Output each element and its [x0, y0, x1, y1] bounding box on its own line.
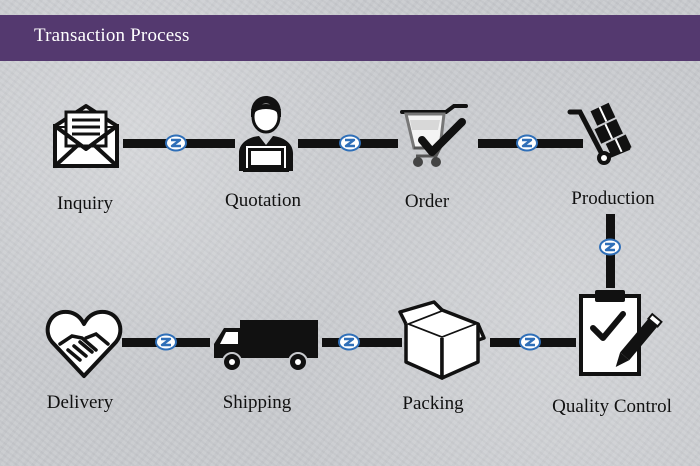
step-label-delivery: Delivery — [46, 392, 114, 413]
step-label-production: Production — [571, 188, 655, 209]
cart-check-icon — [400, 100, 470, 170]
page-title: Transaction Process — [34, 25, 190, 46]
truck-icon — [210, 318, 320, 372]
step-label-shipping: Shipping — [222, 392, 292, 413]
z-logo-icon — [339, 134, 361, 152]
step-label-quotation: Quotation — [225, 190, 301, 211]
header-bar: Transaction Process — [0, 15, 700, 61]
z-logo-icon — [155, 333, 177, 351]
envelope-icon — [52, 104, 120, 168]
open-box-icon — [398, 300, 486, 380]
clipboard-check-icon — [579, 288, 663, 378]
z-logo-icon — [599, 238, 621, 256]
z-logo-icon — [519, 333, 541, 351]
z-logo-icon — [516, 134, 538, 152]
step-label-inquiry: Inquiry — [57, 193, 113, 214]
z-logo-icon — [165, 134, 187, 152]
z-logo-icon — [338, 333, 360, 351]
step-label-quality-control: Quality Control — [552, 396, 672, 417]
step-label-order: Order — [404, 191, 450, 212]
step-label-packing: Packing — [402, 393, 464, 414]
connector-line — [322, 338, 402, 347]
handshake-heart-icon — [45, 308, 123, 378]
person-laptop-icon — [235, 95, 297, 173]
hand-truck-icon — [566, 98, 646, 168]
